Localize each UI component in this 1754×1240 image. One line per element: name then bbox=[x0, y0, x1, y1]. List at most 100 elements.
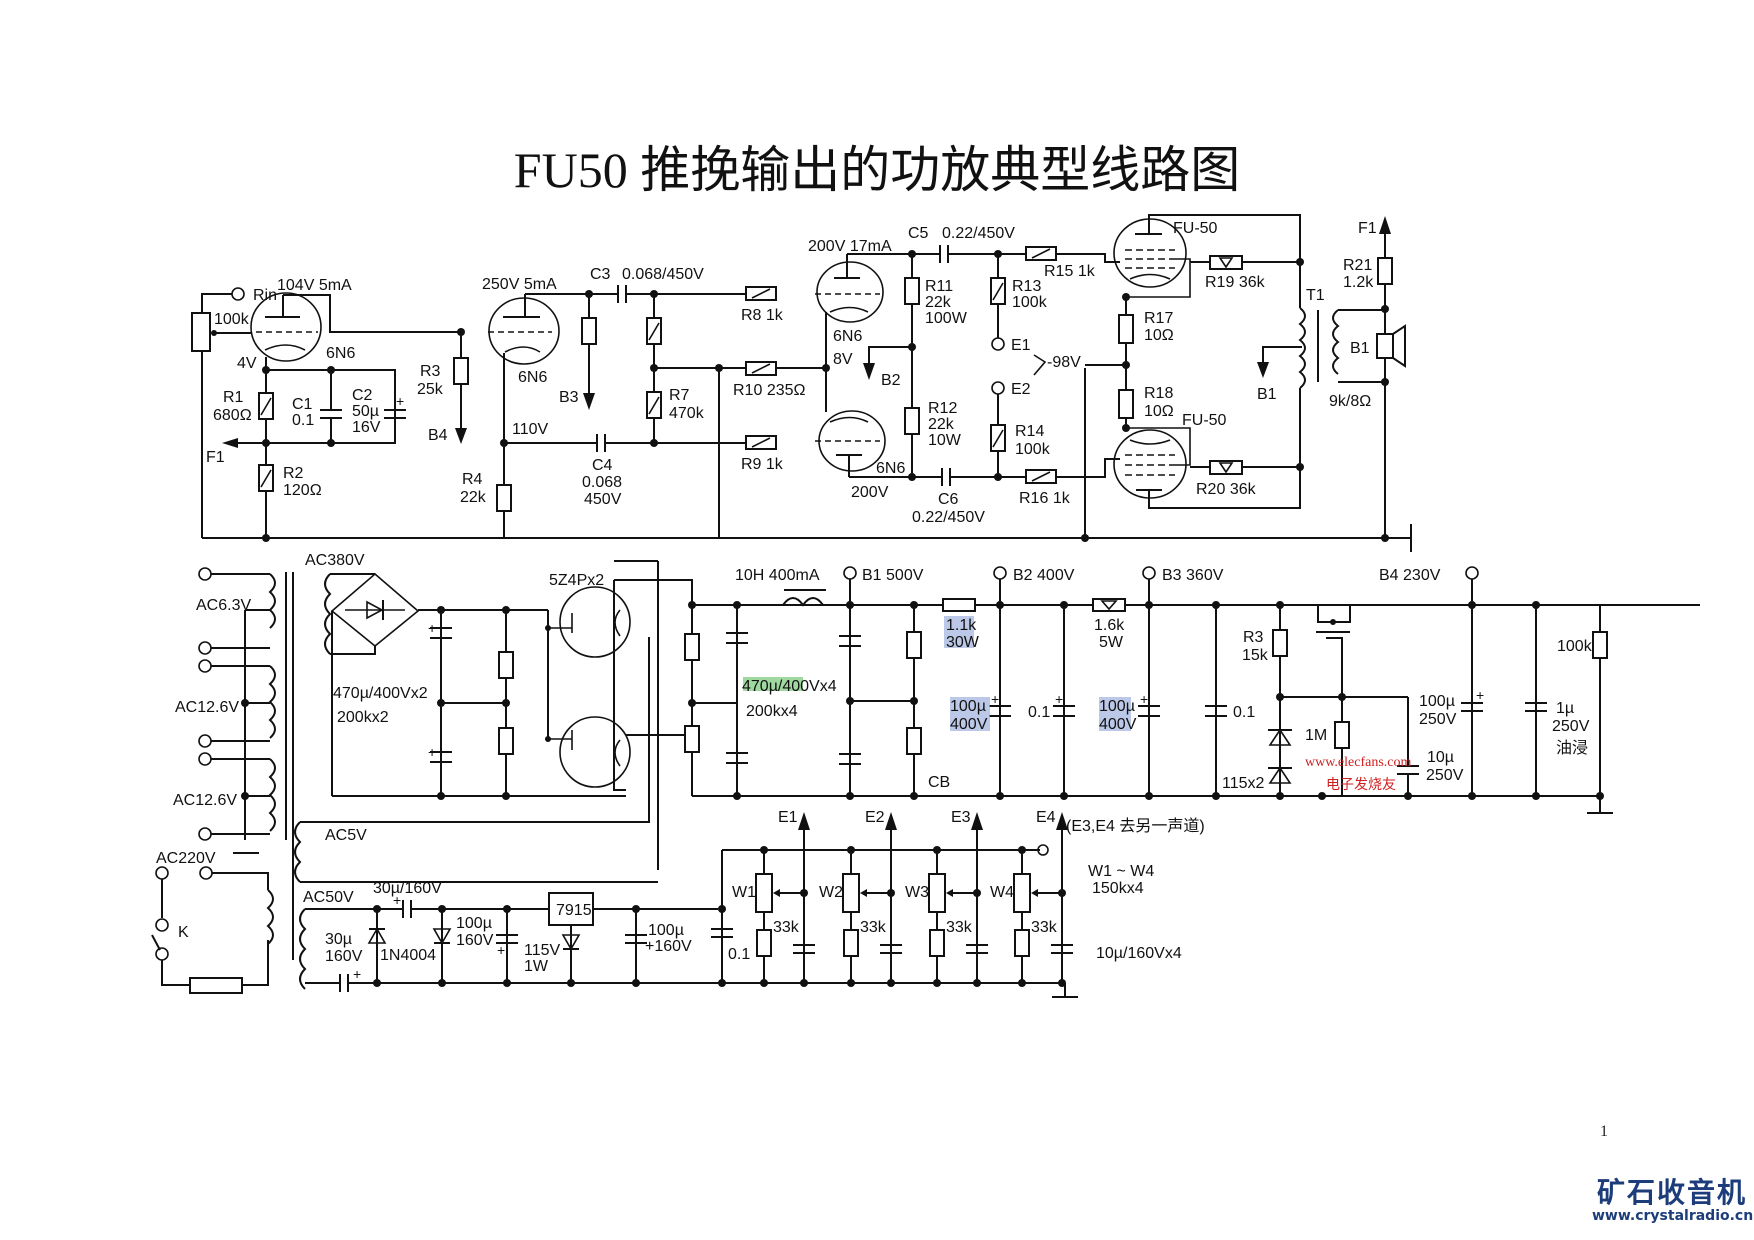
svg-text:+: + bbox=[1055, 691, 1063, 707]
e2-terminal bbox=[991, 381, 1005, 395]
c5-value: 0.22/450V bbox=[942, 225, 1015, 242]
switch-k-label: K bbox=[178, 924, 189, 941]
filter-caps-label: 470µ/400Vx4 bbox=[742, 678, 837, 695]
c4-voltage: 450V bbox=[584, 491, 622, 508]
c-01b-label: 0.1 bbox=[1233, 704, 1255, 721]
bias-zener-value: 115V bbox=[524, 942, 561, 959]
r10-label: R10 235Ω bbox=[733, 382, 806, 399]
bias-note: (E3,E4 去另一声道) bbox=[1066, 817, 1205, 835]
c4-name: C4 bbox=[592, 457, 613, 474]
bias-cin2-value: 30µ bbox=[325, 931, 352, 948]
r11-power: 100W bbox=[925, 310, 968, 327]
r-b3-power: 5W bbox=[1099, 634, 1124, 651]
r3-value: 25k bbox=[417, 381, 444, 398]
c-01a-label: 0.1 bbox=[1028, 704, 1050, 721]
r1-name: R1 bbox=[223, 389, 244, 406]
choke bbox=[782, 597, 824, 607]
b2-label: B2 bbox=[881, 372, 901, 389]
r-1m-label: 1M bbox=[1305, 727, 1327, 744]
reg-r3-value: 15k bbox=[1242, 647, 1269, 664]
bleed-r-b bbox=[498, 727, 514, 755]
site-logo[interactable]: 矿石收音机 www.crystalradio.cn bbox=[1592, 1176, 1754, 1225]
c2-voltage: 16V bbox=[352, 419, 381, 436]
tube-v6 bbox=[1113, 429, 1187, 499]
bias-resistor-label-2: 33k bbox=[860, 919, 887, 936]
r21-name: R21 bbox=[1343, 257, 1372, 274]
logo-name: 矿石收音机 bbox=[1596, 1176, 1747, 1209]
bias-pot-label-1: W1 bbox=[732, 884, 756, 901]
diode-label: 1N4004 bbox=[380, 947, 436, 964]
r4-name: R4 bbox=[462, 471, 483, 488]
e4-arrow-icon bbox=[1056, 812, 1068, 830]
filter-r-a bbox=[684, 633, 700, 661]
winding-ac50v: AC50V bbox=[303, 889, 354, 906]
b2-r-b bbox=[906, 727, 922, 755]
r-b2-power: 30W bbox=[946, 634, 980, 651]
c6-value: 0.22/450V bbox=[912, 509, 985, 526]
zener-b bbox=[1268, 766, 1292, 784]
b4-terminal bbox=[1465, 566, 1479, 580]
r-b3-value: 1.6k bbox=[1094, 617, 1125, 634]
bias-pot-label-4: W4 bbox=[990, 884, 1014, 901]
logo-url: www.crystalradio.cn bbox=[1592, 1208, 1754, 1224]
c-b4-value: 100µ bbox=[1419, 693, 1455, 710]
r-b2-value: 1.1k bbox=[946, 617, 977, 634]
page-number: 1 bbox=[1600, 1123, 1608, 1140]
bias-pot-label-2: W2 bbox=[819, 884, 843, 901]
b1-terminal bbox=[843, 566, 857, 580]
r14-value: 100k bbox=[1015, 441, 1051, 458]
r21 bbox=[1377, 257, 1393, 285]
c1-value: 0.1 bbox=[292, 412, 314, 429]
c-b3-voltage: 400V bbox=[1099, 716, 1137, 733]
t1-b1-arrow-icon bbox=[1257, 362, 1269, 378]
bias-pot-4[interactable] bbox=[1013, 873, 1031, 913]
r3 bbox=[453, 357, 469, 385]
c-b2-value: 100µ bbox=[950, 698, 986, 715]
e1-arrow-icon bbox=[798, 812, 810, 830]
bias-pot-2[interactable] bbox=[842, 873, 860, 913]
r8-label: R8 1k bbox=[741, 307, 784, 324]
t1-tap-label: B1 bbox=[1257, 386, 1277, 403]
bias-pot-1[interactable] bbox=[755, 873, 773, 913]
winding-ac5v: AC5V bbox=[325, 827, 367, 844]
rectifier-tube-b bbox=[559, 716, 631, 788]
r12-name: R12 bbox=[928, 400, 957, 417]
rectifier-tube-a bbox=[559, 586, 631, 658]
bridge-res-label: 200kx2 bbox=[337, 709, 389, 726]
v1-cathode-label: 4V bbox=[237, 355, 257, 372]
r3-name: R3 bbox=[420, 363, 441, 380]
b1-rail-label: B1 500V bbox=[862, 567, 924, 584]
v5-type-label: FU-50 bbox=[1173, 220, 1218, 237]
b2-rail-label: B2 400V bbox=[1013, 567, 1075, 584]
t1-primary bbox=[1298, 307, 1306, 389]
bias-output-label-2: E2 bbox=[865, 809, 885, 826]
bias-supply-section: AC50V + 30µ/160V 1N4004 30µ 160V + + 100… bbox=[299, 809, 1205, 998]
b4-label: B4 bbox=[428, 427, 448, 444]
input-label: Rin bbox=[253, 287, 277, 304]
svg-text:+: + bbox=[991, 691, 999, 707]
r21-value: 1.2k bbox=[1343, 274, 1374, 291]
r17-value: 10Ω bbox=[1144, 327, 1174, 344]
c-1u-note: 油浸 bbox=[1556, 739, 1588, 757]
f1-feedback-label: F1 bbox=[206, 449, 225, 466]
r17-name: R17 bbox=[1144, 310, 1173, 327]
bias-cfilter-value: 100µ bbox=[456, 915, 492, 932]
bias-output-label-1: E1 bbox=[778, 809, 798, 826]
r13-name: R13 bbox=[1012, 278, 1041, 295]
bias-cin-label: 30µ/160V bbox=[373, 880, 442, 897]
page-title: FU50 推挽输出的功放典型线路图 bbox=[513, 142, 1241, 198]
v4-plate-label: 200V bbox=[851, 484, 889, 501]
filter-res-label: 200kx4 bbox=[746, 703, 798, 720]
c4-value: 0.068 bbox=[582, 474, 622, 491]
bias-resistor-label-4: 33k bbox=[1031, 919, 1058, 936]
bias-pot-3[interactable] bbox=[928, 873, 946, 913]
c-b4-voltage: 250V bbox=[1419, 711, 1457, 728]
winding-ac220v: AC220V bbox=[156, 850, 216, 867]
t1-name: T1 bbox=[1306, 287, 1325, 304]
svg-text:+: + bbox=[393, 892, 401, 908]
svg-text:+: + bbox=[428, 620, 436, 636]
bias-resistor-4 bbox=[1014, 929, 1030, 957]
filter-r-b bbox=[684, 725, 700, 753]
switch-k[interactable] bbox=[155, 947, 169, 961]
f1-arrow-icon bbox=[1379, 216, 1391, 234]
